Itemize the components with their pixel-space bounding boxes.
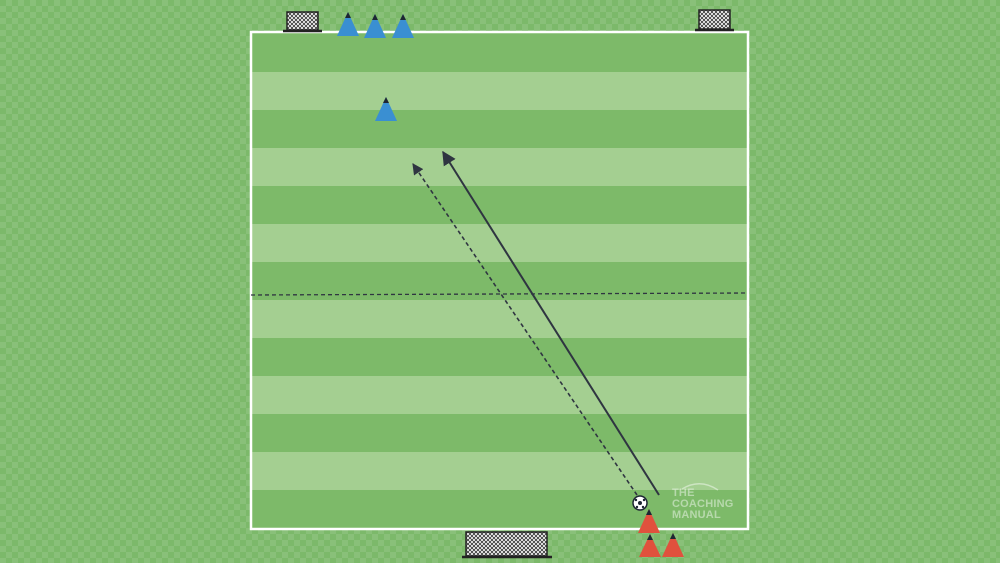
red-cone [639,534,661,557]
blue-cone [375,97,397,121]
soccer-ball-icon [632,495,648,511]
watermark-line-3: MANUAL [672,509,721,521]
red-cone [638,509,660,533]
small-goal-top-left [283,11,322,33]
watermark-swoosh-icon [681,483,719,491]
large-goal-bottom [462,531,552,559]
watermark-logo: THE COACHING MANUAL [672,488,734,521]
pitch [249,30,750,531]
small-goal-top-right [695,9,734,32]
ball-pass-arrow [412,163,638,496]
red-cone [662,533,684,557]
watermark-line-1: THE [672,487,695,499]
player-run-arrow [442,150,660,496]
blue-cone [337,12,359,36]
blue-cone [364,14,386,38]
blue-cone [392,14,414,38]
watermark-line-2: COACHING [672,498,734,510]
halfway-dashed-line [250,292,749,296]
pitch-boundary [249,30,750,531]
